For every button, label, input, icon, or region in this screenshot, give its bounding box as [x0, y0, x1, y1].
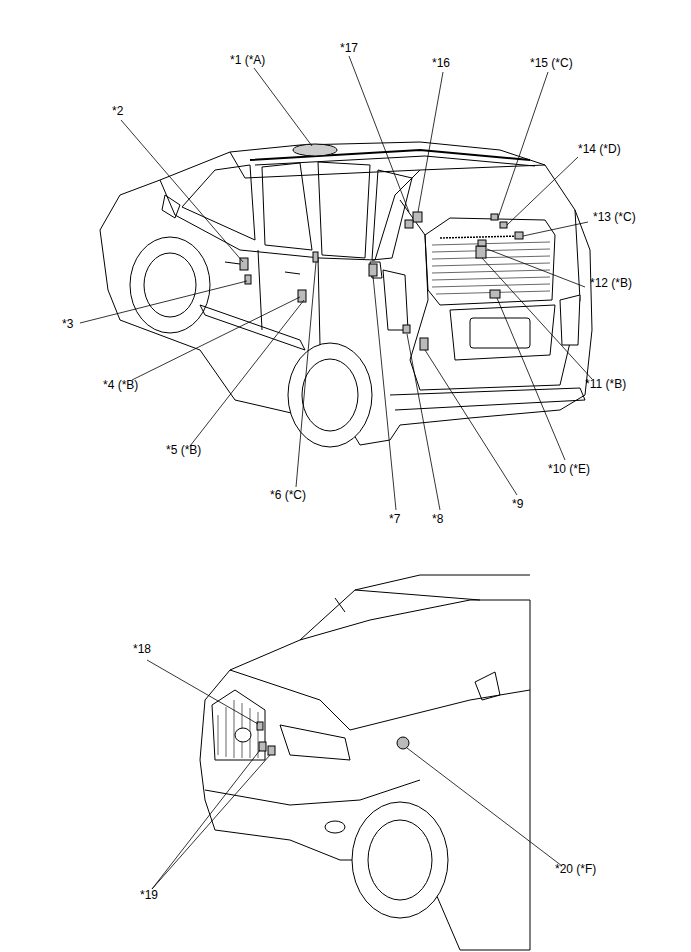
callout-number: *6 (*C) — [270, 488, 306, 502]
rear-vehicle — [100, 142, 592, 447]
leader-lines — [80, 56, 592, 889]
callout-number: *2 — [112, 104, 123, 118]
part-symbols — [257, 722, 409, 755]
callout-number: *14 (*D) — [578, 142, 621, 156]
callout-number: *4 (*B) — [103, 378, 138, 392]
callout-number: *8 — [432, 512, 443, 526]
callout-number: *15 (*C) — [530, 56, 573, 70]
callout-number: *12 (*B) — [590, 276, 632, 290]
callout-number: *3 — [62, 317, 73, 331]
part-symbols — [240, 212, 523, 350]
callout-number: *19 — [140, 888, 158, 902]
callout-number: *17 — [340, 41, 358, 55]
callout-number: *13 (*C) — [593, 210, 636, 224]
callout-number: *20 (*F) — [555, 862, 596, 876]
callout-number: *10 (*E) — [548, 462, 590, 476]
callout-number: *5 (*B) — [166, 443, 201, 457]
callout-number: *1 (*A) — [230, 53, 265, 67]
callout-number: *11 (*B) — [585, 377, 626, 391]
callout-number: *18 — [133, 642, 151, 656]
callout-number: *16 — [432, 56, 450, 70]
callout-number: *9 — [512, 497, 523, 511]
front-vehicle — [200, 575, 530, 950]
callout-number: *7 — [389, 512, 400, 526]
